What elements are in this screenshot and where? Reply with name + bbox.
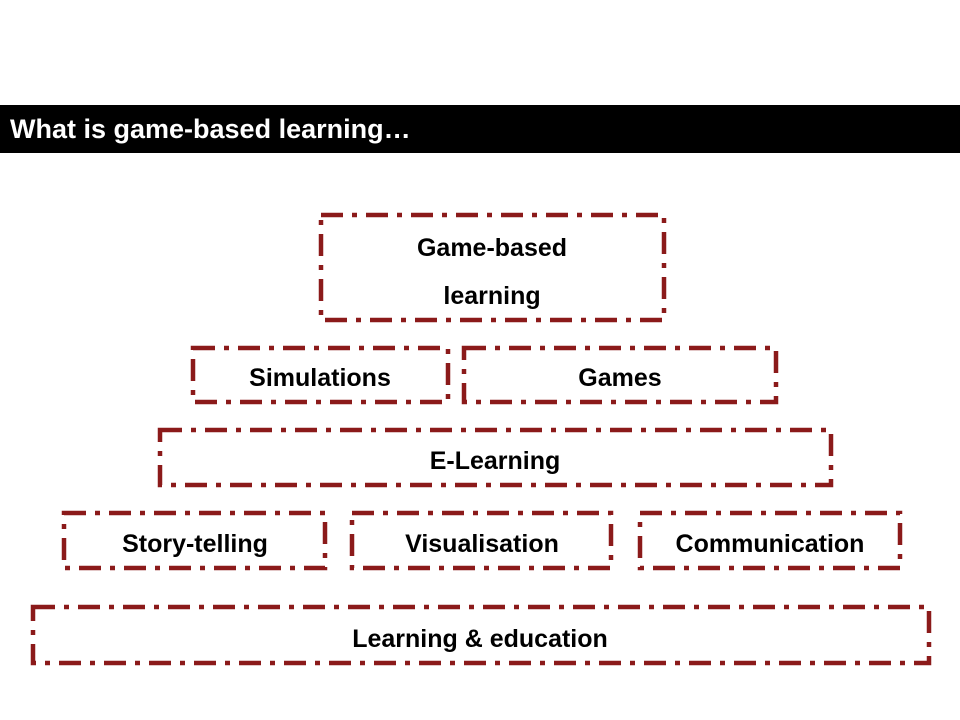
box-game-based-learning bbox=[318, 212, 667, 323]
label-story-telling: Story-telling bbox=[122, 530, 268, 558]
label-simulations: Simulations bbox=[249, 364, 391, 392]
box-learning-education bbox=[30, 604, 932, 666]
label-learning: learning bbox=[443, 282, 540, 310]
label-learning-education: Learning & education bbox=[352, 625, 608, 653]
box-story-telling bbox=[61, 510, 328, 571]
box-games bbox=[461, 345, 779, 405]
box-simulations bbox=[190, 345, 451, 405]
label-e-learning: E-Learning bbox=[430, 447, 561, 475]
box-communication bbox=[637, 510, 903, 571]
label-game-based: Game-based bbox=[417, 234, 567, 262]
label-visualisation: Visualisation bbox=[405, 530, 559, 558]
box-visualisation bbox=[349, 510, 614, 571]
box-e-learning bbox=[157, 427, 834, 488]
label-communication: Communication bbox=[676, 530, 865, 558]
label-games: Games bbox=[578, 364, 661, 392]
slide-title: What is game-based learning… bbox=[0, 105, 960, 153]
